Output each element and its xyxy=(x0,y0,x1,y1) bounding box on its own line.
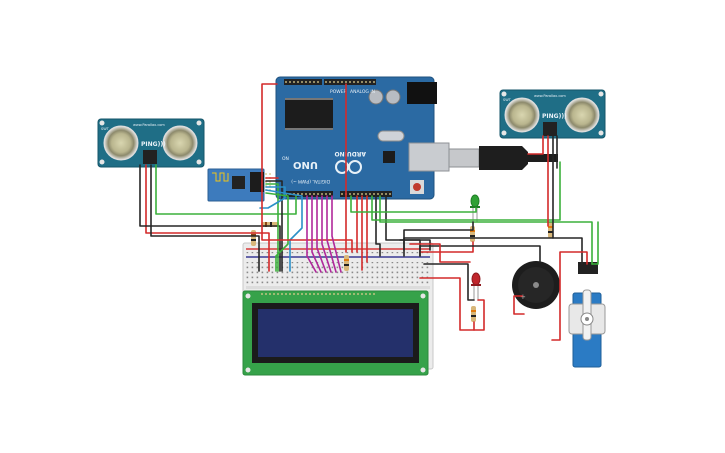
piezo-buzzer: + xyxy=(512,261,560,309)
wire-red xyxy=(145,164,270,272)
sensor-left-label: PING))) xyxy=(141,141,166,148)
wire-red xyxy=(527,135,544,155)
svg-text:+: + xyxy=(520,293,526,301)
wire-red xyxy=(261,83,353,253)
wire-black xyxy=(419,245,541,263)
green-led xyxy=(470,194,480,222)
wire-green xyxy=(350,195,477,213)
sensor-right-label: PING))) xyxy=(542,113,567,120)
usb-cable xyxy=(448,146,558,170)
wire-magenta xyxy=(311,195,322,273)
wire-magenta xyxy=(306,195,317,273)
arduino-power-label: POWER xyxy=(330,89,347,95)
wire-black xyxy=(399,239,431,251)
wire-magenta xyxy=(316,195,327,273)
wire-magenta xyxy=(321,195,332,273)
wires xyxy=(139,83,599,341)
wire-blue xyxy=(265,189,303,272)
wire-green xyxy=(371,161,561,221)
resistor xyxy=(344,255,349,271)
sensor-left-corner: SWT xyxy=(101,127,110,131)
lcd-display xyxy=(242,290,429,376)
servo-motor xyxy=(568,262,606,368)
sensor-right-corner: SWT xyxy=(503,98,512,102)
ultrasonic-sensor-right: PING))) www.Parallax.com SWT xyxy=(499,89,606,139)
wire-magenta xyxy=(331,195,342,273)
sensor-left-site: www.Parallax.com xyxy=(133,123,165,127)
wire-black xyxy=(423,263,475,301)
wire-blue xyxy=(259,186,286,209)
arduino-brand-label: ARDUINO xyxy=(335,150,366,157)
ultrasonic-sensor-left: PING))) www.Parallax.com SWT xyxy=(97,118,205,168)
wire-green xyxy=(155,164,297,215)
wire-red xyxy=(513,295,525,315)
wire-black xyxy=(139,164,281,272)
arduino-name-label: UNO xyxy=(293,159,318,170)
arduino-uno-board: UNO ARDUINO DIGITAL (PWM ~) POWER ANALOG… xyxy=(275,76,450,200)
wire-black xyxy=(403,237,583,265)
wire-red xyxy=(551,251,588,341)
wire-green xyxy=(265,192,289,272)
arduino-digital-label: DIGITAL (PWM ~) xyxy=(291,178,330,184)
wire-red xyxy=(409,243,471,263)
wire-black xyxy=(150,164,260,272)
red-led xyxy=(471,272,481,300)
wire-green xyxy=(591,221,599,265)
resistor xyxy=(251,230,256,246)
resistor xyxy=(471,306,476,322)
arduino-logo-icon xyxy=(335,160,362,174)
arduino-analog-label: ANALOG IN xyxy=(350,89,375,95)
arduino-on-label: ON xyxy=(282,156,289,162)
resistor xyxy=(548,222,553,238)
wire-red xyxy=(419,277,485,331)
wire-green xyxy=(379,195,593,265)
wire-green xyxy=(265,183,279,272)
sensor-right-site: www.Parallax.com xyxy=(534,94,566,98)
wire-black xyxy=(265,180,283,272)
wire-magenta xyxy=(326,195,337,273)
wifi-module xyxy=(207,168,272,202)
